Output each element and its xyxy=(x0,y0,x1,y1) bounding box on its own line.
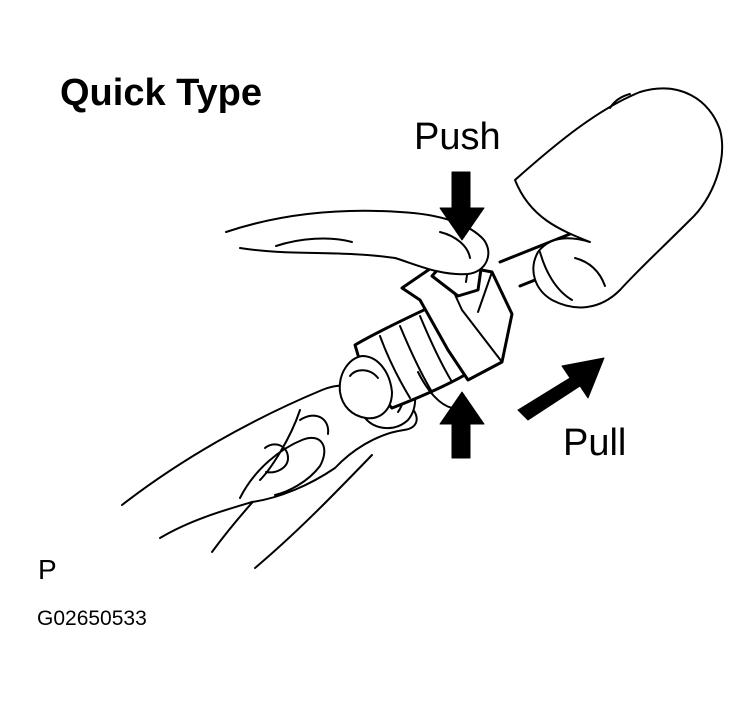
pull-arrow xyxy=(517,357,605,421)
figure-code: G02650533 xyxy=(37,607,147,630)
push-label: Push xyxy=(414,116,501,158)
figure-marker: P xyxy=(38,554,57,585)
push-arrow-bottom xyxy=(439,391,485,459)
quick-connector xyxy=(338,254,514,420)
pull-label: Pull xyxy=(563,422,627,464)
diagram-title: Quick Type xyxy=(60,72,263,114)
upper-hand xyxy=(225,87,724,309)
push-arrow-top xyxy=(439,171,485,241)
